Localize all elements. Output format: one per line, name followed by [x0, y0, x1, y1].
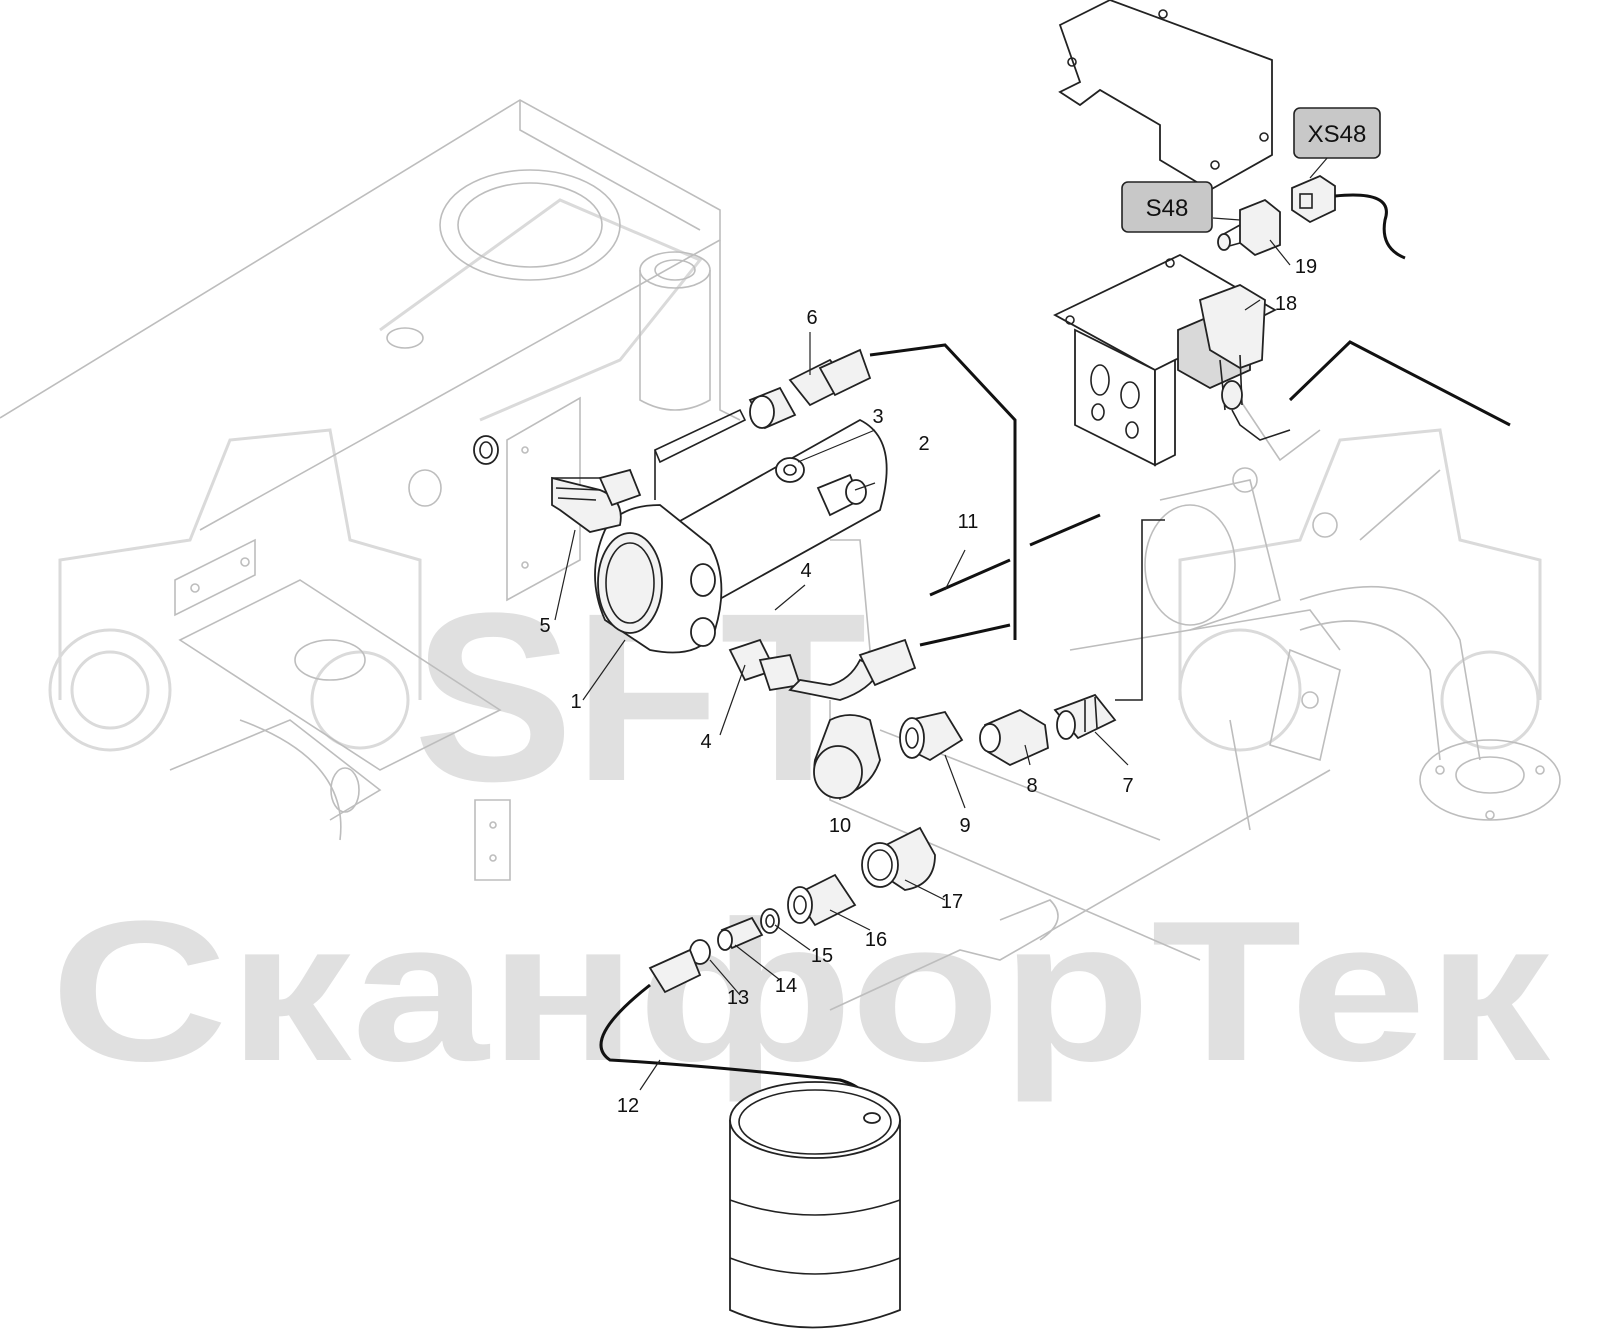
callout-11: 11: [958, 511, 979, 533]
callout-14: 14: [775, 975, 797, 997]
switch-19: [1217, 198, 1281, 257]
tag-s48-label: S48: [1146, 195, 1189, 222]
bolt-2: [816, 473, 867, 517]
elbow-fitting-5: [473, 435, 642, 533]
adapter-8: [979, 708, 1049, 767]
hose-fitting-6: [748, 343, 1101, 640]
callout-4b: 4: [700, 731, 711, 753]
leader-lines: [554, 156, 1329, 1091]
hose-lower: [788, 558, 1011, 701]
dust-cap-17: [861, 826, 936, 891]
coupling-7: [1053, 519, 1165, 740]
switch-box: [1053, 253, 1277, 467]
sample-container: [729, 1081, 901, 1329]
callout-9: 9: [959, 815, 970, 837]
washer-3: [775, 457, 805, 483]
callout-17: 17: [941, 891, 963, 913]
callout-5: 5: [539, 615, 550, 637]
callout-18: 18: [1275, 293, 1297, 315]
watermark-tractor-icon: [48, 198, 1542, 752]
dust-cap-10: [813, 714, 881, 799]
callout-13: 13: [727, 987, 749, 1009]
callout-19: 19: [1295, 256, 1317, 278]
tag-xs48: XS48: [1293, 107, 1381, 159]
callout-10: 10: [829, 815, 851, 837]
tag-xs48-label: XS48: [1308, 121, 1367, 148]
fitting-4: [728, 638, 802, 692]
callout-4a: 4: [800, 560, 811, 582]
nipple-14: [717, 916, 764, 951]
watermark: SFT СканфорТек: [48, 198, 1551, 1103]
callouts: 1 2 3 4 4 5 6 7 8 9 10 11 12 13 14 15 16…: [539, 256, 1317, 1117]
mounting-bracket: [1058, 0, 1273, 192]
machine-frame-outline: [0, 99, 1561, 1011]
tag-s48: S48: [1121, 181, 1213, 233]
seal-15: [760, 908, 780, 934]
coupling-9: [899, 710, 964, 762]
callout-1: 1: [570, 691, 581, 713]
callout-7: 7: [1122, 775, 1133, 797]
callout-6: 6: [806, 307, 817, 329]
coupling-16: [787, 873, 857, 927]
callout-15: 15: [811, 945, 833, 967]
callout-8: 8: [1026, 775, 1037, 797]
relay-switch-18: [1177, 284, 1511, 441]
callout-16: 16: [865, 929, 887, 951]
callout-3: 3: [872, 406, 883, 428]
callout-2: 2: [918, 433, 929, 455]
connector-xs48: [1291, 174, 1406, 260]
callout-12: 12: [617, 1095, 639, 1117]
cooler-body-1: [594, 408, 888, 654]
